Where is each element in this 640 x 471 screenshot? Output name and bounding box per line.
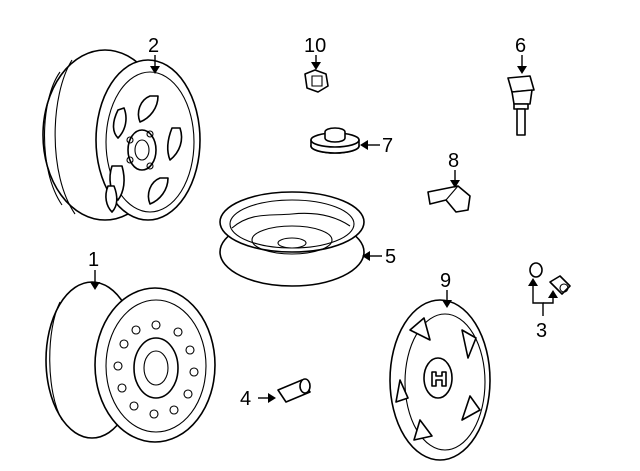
part-1-steel-wheel — [45, 281, 216, 443]
part-6-bolt — [507, 75, 535, 136]
callout-5: 5 — [385, 246, 396, 268]
callout-1: 1 — [88, 249, 99, 271]
callout-9: 9 — [440, 270, 451, 292]
part-4-lug-nut — [277, 378, 311, 403]
part-8-balance-weight — [427, 185, 471, 213]
part-5-spare-wheel — [219, 191, 365, 287]
part-9-hub-cap — [389, 299, 491, 461]
part-3-valve-stem — [529, 262, 571, 295]
part-7-plug — [310, 127, 360, 154]
callout-6: 6 — [515, 35, 526, 57]
callout-3: 3 — [536, 320, 547, 342]
part-2-alloy-wheel — [42, 49, 201, 221]
callout-7: 7 — [382, 135, 393, 157]
callout-4: 4 — [240, 388, 251, 410]
callout-8: 8 — [448, 150, 459, 172]
part-10-nut — [304, 69, 329, 93]
callout-10: 10 — [304, 35, 326, 57]
callout-2: 2 — [148, 35, 159, 57]
leader-lines — [90, 55, 558, 403]
